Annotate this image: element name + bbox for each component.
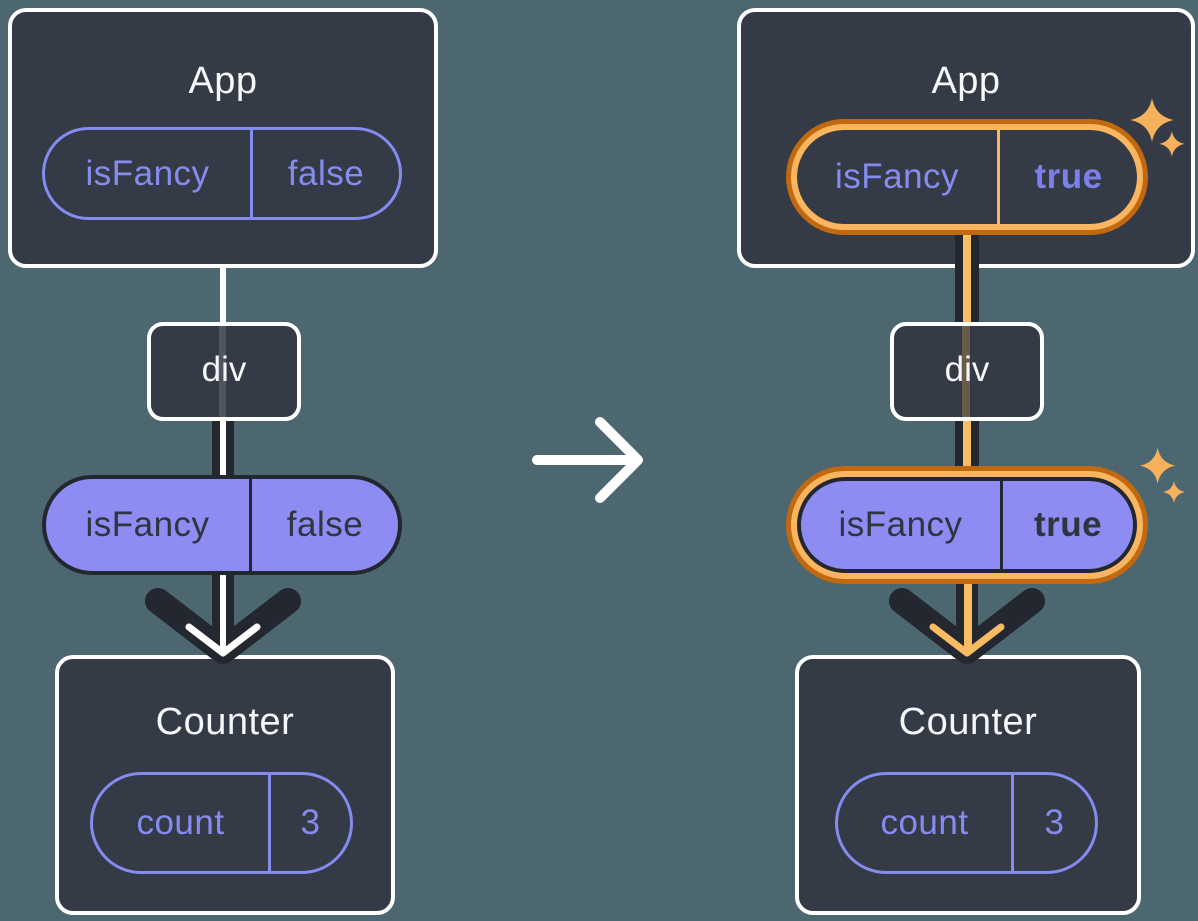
connector-div-pill-after xyxy=(963,421,971,479)
through-line-faint xyxy=(219,326,226,417)
passed-prop-pill-before: isFancy false xyxy=(42,475,402,575)
state-name: isFancy xyxy=(834,157,960,196)
right-arrow-icon xyxy=(532,417,643,503)
connector-div-pill-before xyxy=(220,421,226,477)
state-name: count xyxy=(136,803,225,842)
counter-state-pill-after: count 3 xyxy=(835,772,1098,874)
app-state-pill-after: isFancy true xyxy=(797,130,1137,224)
counter-card-before: Counter xyxy=(55,655,395,915)
div-card-before: div xyxy=(147,322,301,421)
app-card-after: App xyxy=(737,8,1195,268)
prop-arrow-before xyxy=(145,575,301,664)
prop-arrow-after xyxy=(889,575,1045,664)
counter-title: Counter xyxy=(155,701,295,743)
sparkle-icon xyxy=(1139,447,1185,503)
prop-name: isFancy xyxy=(838,505,963,544)
app-title: App xyxy=(931,60,1001,102)
state-value: 3 xyxy=(268,775,350,871)
sparkle-icon xyxy=(1130,98,1185,157)
state-value: false xyxy=(250,130,399,217)
app-title: App xyxy=(188,60,258,102)
prop-value: false xyxy=(249,479,398,571)
prop-name: isFancy xyxy=(85,505,210,544)
app-state-pill-before: isFancy false xyxy=(42,127,402,220)
state-name: count xyxy=(880,803,969,842)
counter-title: Counter xyxy=(898,701,1038,743)
counter-state-pill-before: count 3 xyxy=(90,772,353,874)
prop-value: true xyxy=(1000,481,1133,569)
state-value: 3 xyxy=(1011,775,1095,871)
div-card-after: div xyxy=(890,322,1044,421)
state-name: isFancy xyxy=(85,153,210,193)
div-label: div xyxy=(201,350,247,389)
through-line-faint xyxy=(962,326,970,417)
passed-prop-pill-after: isFancy true xyxy=(797,477,1137,573)
connector-app-div-before xyxy=(220,266,226,324)
div-label: div xyxy=(944,350,990,389)
connector-app-div-after xyxy=(963,228,971,322)
state-value: true xyxy=(997,130,1137,224)
